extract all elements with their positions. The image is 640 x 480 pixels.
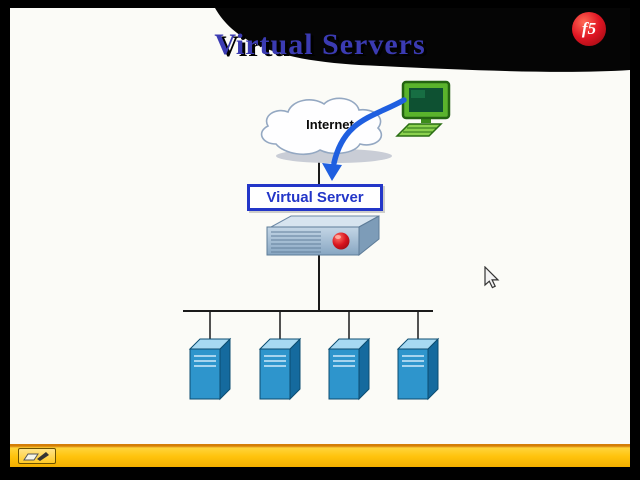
server-tower [258,312,302,401]
mouse-cursor [484,266,500,289]
server-farm [183,310,440,401]
bigip-appliance-icon [266,215,380,257]
client-computer-icon [395,80,451,137]
connector-appliance-to-bus [318,254,320,311]
presenter-toolbar [10,444,630,467]
f5-logo-text: f5 [581,19,597,38]
server-tower [188,312,232,401]
server-tower [396,312,440,401]
annotation-pen-button[interactable] [18,448,56,464]
internet-label: Internet [306,117,354,132]
traffic-arrow [322,97,407,181]
corner-swoosh-graphic [215,8,630,72]
slide-canvas[interactable]: Virtual Servers f5 Internet [10,8,630,444]
f5-logo: f5 [572,12,606,46]
connector-cloud-to-box [318,148,320,184]
virtual-server-box: Virtual Server [247,184,383,211]
slide-title: Virtual Servers [214,28,426,61]
server-tower [327,312,371,401]
pen-icon [23,452,49,461]
